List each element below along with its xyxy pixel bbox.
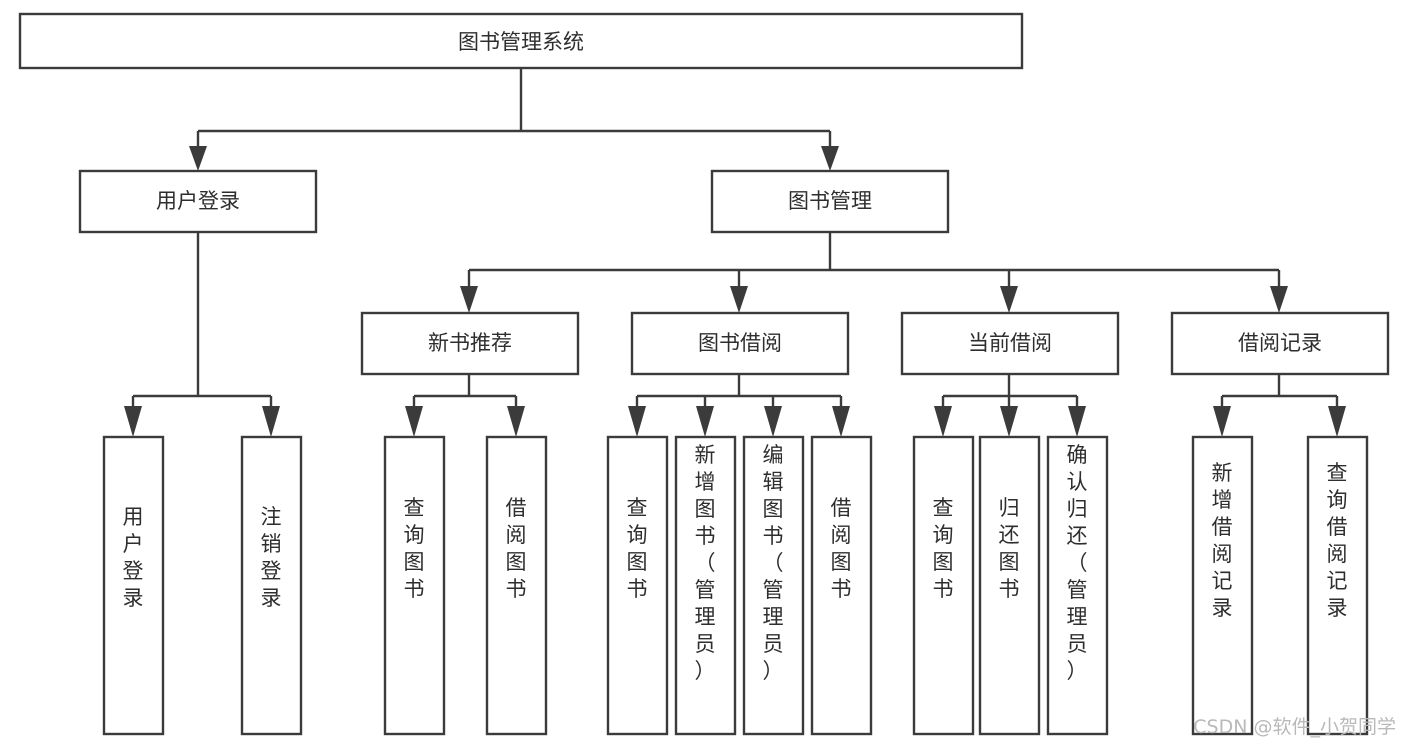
node-leaf-add-book[interactable]: 新增图书（管理员） bbox=[674, 435, 737, 736]
arrow-leaf-user-logout bbox=[262, 406, 280, 437]
node-leaf-borrow-book-1-label: 借阅图书 bbox=[506, 496, 527, 601]
arrow-leaf-add-book bbox=[696, 406, 714, 437]
arrow-leaf-query-book-1 bbox=[405, 406, 423, 437]
arrow-leaf-query-book-2 bbox=[628, 406, 646, 437]
node-new-book-recommend-label: 新书推荐 bbox=[428, 331, 512, 355]
node-book-manage-label: 图书管理 bbox=[788, 189, 872, 213]
node-leaf-add-record[interactable]: 新增借阅记录 bbox=[1191, 435, 1254, 736]
node-current-borrow-label: 当前借阅 bbox=[968, 331, 1052, 355]
node-leaf-add-record-box[interactable] bbox=[1191, 435, 1254, 736]
node-new-book-recommend-box[interactable] bbox=[360, 311, 580, 376]
arrow-to-book-manage bbox=[821, 146, 839, 171]
node-leaf-query-record[interactable]: 查询借阅记录 bbox=[1306, 435, 1369, 736]
arrow-leaf-query-record bbox=[1328, 406, 1346, 437]
node-leaf-borrow-book-2[interactable]: 借阅图书 bbox=[810, 435, 873, 736]
node-leaf-user-logout-label: 注销登录 bbox=[261, 505, 282, 610]
node-leaf-query-record-box[interactable] bbox=[1306, 435, 1369, 736]
node-root-box[interactable] bbox=[18, 12, 1024, 70]
node-leaf-add-book-box[interactable] bbox=[674, 435, 737, 736]
node-leaf-user-logout-box[interactable] bbox=[240, 435, 303, 736]
node-user-login-label: 用户登录 bbox=[156, 189, 240, 213]
node-borrow-record-box[interactable] bbox=[1170, 311, 1390, 376]
node-user-login-box[interactable] bbox=[78, 169, 318, 234]
node-leaf-confirm-return[interactable]: 确认归还（管理员） bbox=[1046, 435, 1109, 736]
node-leaf-add-book-label: 新增图书（管理员） bbox=[695, 443, 716, 683]
node-leaf-edit-book[interactable]: 编辑图书（管理员） bbox=[742, 435, 805, 736]
arrow-to-new-book bbox=[460, 286, 478, 313]
node-leaf-borrow-book-2-box[interactable] bbox=[810, 435, 873, 736]
node-leaf-user-login-label: 用户登录 bbox=[123, 505, 144, 610]
node-leaf-edit-book-box[interactable] bbox=[742, 435, 805, 736]
arrow-to-user-login bbox=[189, 146, 207, 171]
arrow-leaf-user-login bbox=[124, 406, 142, 437]
arrow-leaf-borrow-book-2 bbox=[832, 406, 850, 437]
leaf-node-layer: 用户登录 注销登录 查询图书 借阅图书 查询图书 新 bbox=[102, 435, 1369, 736]
arrow-to-book-borrow bbox=[730, 286, 748, 313]
arrow-leaf-return-book bbox=[1000, 406, 1018, 437]
node-leaf-borrow-book-2-label: 借阅图书 bbox=[831, 496, 852, 601]
node-root[interactable]: 图书管理系统 bbox=[18, 12, 1024, 70]
node-leaf-query-book-3-label: 查询图书 bbox=[933, 496, 954, 601]
node-leaf-edit-book-label: 编辑图书（管理员） bbox=[763, 443, 784, 683]
node-leaf-borrow-book-1-box[interactable] bbox=[485, 435, 548, 736]
node-leaf-query-book-1-label: 查询图书 bbox=[404, 496, 425, 601]
connector-layer bbox=[124, 68, 1346, 437]
node-new-book-recommend[interactable]: 新书推荐 bbox=[360, 311, 580, 376]
node-book-borrow-label: 图书借阅 bbox=[698, 331, 782, 355]
node-leaf-query-book-2[interactable]: 查询图书 bbox=[606, 435, 669, 736]
node-leaf-query-book-1-box[interactable] bbox=[383, 435, 446, 736]
arrow-leaf-edit-book bbox=[764, 406, 782, 437]
node-leaf-confirm-return-box[interactable] bbox=[1046, 435, 1109, 736]
node-leaf-query-book-2-label: 查询图书 bbox=[627, 496, 648, 601]
node-book-manage-box[interactable] bbox=[710, 169, 950, 234]
node-leaf-user-login-box[interactable] bbox=[102, 435, 165, 736]
arrow-to-current-borrow bbox=[1000, 286, 1018, 313]
node-borrow-record[interactable]: 借阅记录 bbox=[1170, 311, 1390, 376]
node-book-manage[interactable]: 图书管理 bbox=[710, 169, 950, 234]
node-user-login[interactable]: 用户登录 bbox=[78, 169, 318, 234]
node-leaf-query-book-3[interactable]: 查询图书 bbox=[912, 435, 975, 736]
node-leaf-return-book[interactable]: 归还图书 bbox=[978, 435, 1041, 736]
arrow-leaf-confirm-return bbox=[1068, 406, 1086, 437]
node-leaf-return-book-box[interactable] bbox=[978, 435, 1041, 736]
node-leaf-query-book-2-box[interactable] bbox=[606, 435, 669, 736]
arrow-leaf-query-book-3 bbox=[934, 406, 952, 437]
node-book-borrow-box[interactable] bbox=[630, 311, 850, 376]
node-current-borrow-box[interactable] bbox=[900, 311, 1120, 376]
node-leaf-query-book-1[interactable]: 查询图书 bbox=[383, 435, 446, 736]
node-leaf-return-book-label: 归还图书 bbox=[999, 496, 1020, 601]
node-root-label: 图书管理系统 bbox=[458, 30, 584, 54]
node-leaf-user-login[interactable]: 用户登录 bbox=[102, 435, 165, 736]
csdn-watermark: CSDN @软件_小贺同学 bbox=[1193, 716, 1396, 738]
arrow-leaf-borrow-book-1 bbox=[507, 406, 525, 437]
node-leaf-user-logout[interactable]: 注销登录 bbox=[240, 435, 303, 736]
node-leaf-query-book-3-box[interactable] bbox=[912, 435, 975, 736]
node-leaf-confirm-return-label: 确认归还（管理员） bbox=[1067, 443, 1088, 683]
node-leaf-borrow-book-1[interactable]: 借阅图书 bbox=[485, 435, 548, 736]
node-borrow-record-label: 借阅记录 bbox=[1238, 331, 1322, 355]
node-current-borrow[interactable]: 当前借阅 bbox=[900, 311, 1120, 376]
node-leaf-add-record-label: 新增借阅记录 bbox=[1212, 461, 1233, 620]
arrow-leaf-add-record bbox=[1213, 406, 1231, 437]
arrow-to-borrow-record bbox=[1270, 286, 1288, 313]
node-book-borrow[interactable]: 图书借阅 bbox=[630, 311, 850, 376]
node-leaf-query-record-label: 查询借阅记录 bbox=[1327, 461, 1348, 620]
